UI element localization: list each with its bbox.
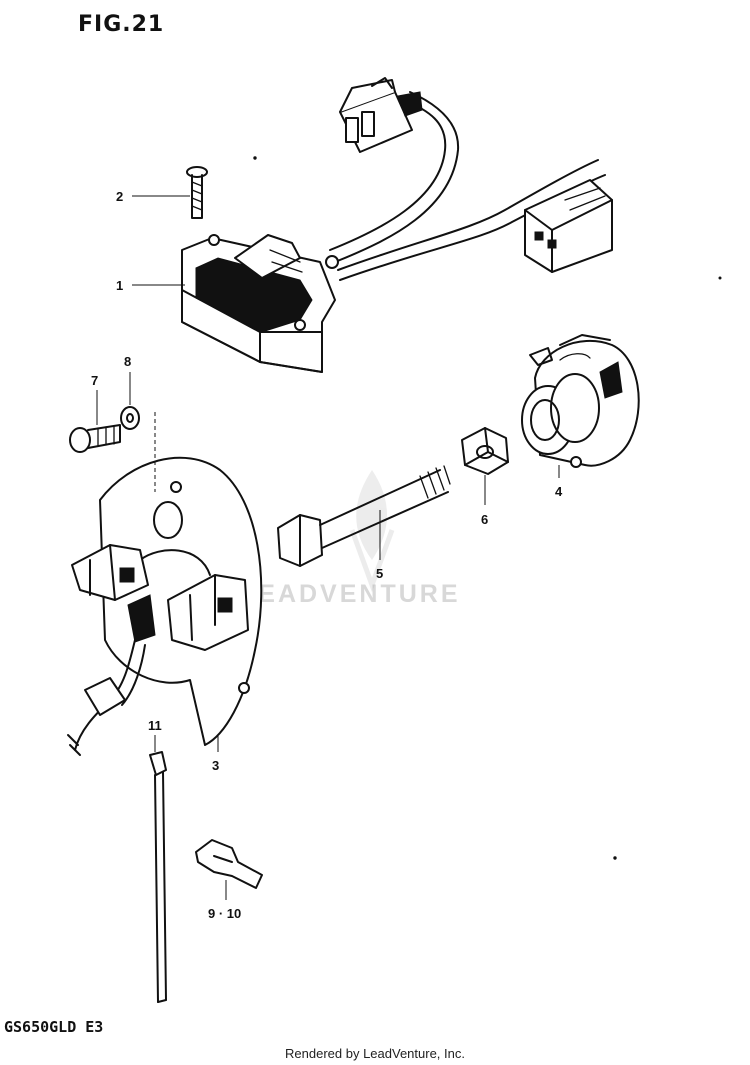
- figure-title: FIG.21: [78, 12, 165, 37]
- callout-9-10: 9 · 10: [208, 906, 241, 921]
- part-nut-6[interactable]: [461, 427, 509, 475]
- render-credit: Rendered by LeadVenture, Inc.: [285, 1046, 465, 1061]
- part-clamp-9-10[interactable]: [195, 839, 263, 889]
- callout-1: 1: [116, 278, 123, 293]
- callout-3: 3: [212, 758, 219, 773]
- part-screw-7[interactable]: [69, 424, 121, 453]
- part-washer-8[interactable]: [120, 406, 140, 430]
- lead-wire-plate: [67, 639, 146, 756]
- callout-5: 5: [376, 566, 383, 581]
- contact-breaker-left: [71, 544, 149, 601]
- watermark-flame-icon: [349, 470, 395, 593]
- part-screw-2[interactable]: [186, 166, 208, 219]
- scan-specks: [253, 156, 722, 860]
- leader-lines: [96, 195, 560, 900]
- callout-4: 4: [555, 484, 563, 499]
- callout-11: 11: [148, 718, 162, 733]
- callout-6: 6: [481, 512, 488, 527]
- part-cable-tie-11[interactable]: [149, 751, 167, 1003]
- coupler-connector-upper: [339, 77, 423, 153]
- coupler-connector-right: [524, 179, 613, 273]
- callout-2: 2: [116, 189, 123, 204]
- part-bolt-5[interactable]: [277, 465, 451, 567]
- contact-breaker-right: [167, 574, 249, 651]
- leadventure-watermark: LEADVENTURE: [240, 580, 461, 608]
- model-code-label: GS650GLD E3: [4, 1018, 104, 1036]
- callout-8: 8: [124, 354, 131, 369]
- callout-labels: 2 1 7 8 4 6 5 3 11 9 · 10: [91, 189, 563, 921]
- callout-7: 7: [91, 373, 98, 388]
- part-regulator-rectifier[interactable]: [181, 234, 336, 373]
- part-signal-generator[interactable]: [521, 334, 640, 468]
